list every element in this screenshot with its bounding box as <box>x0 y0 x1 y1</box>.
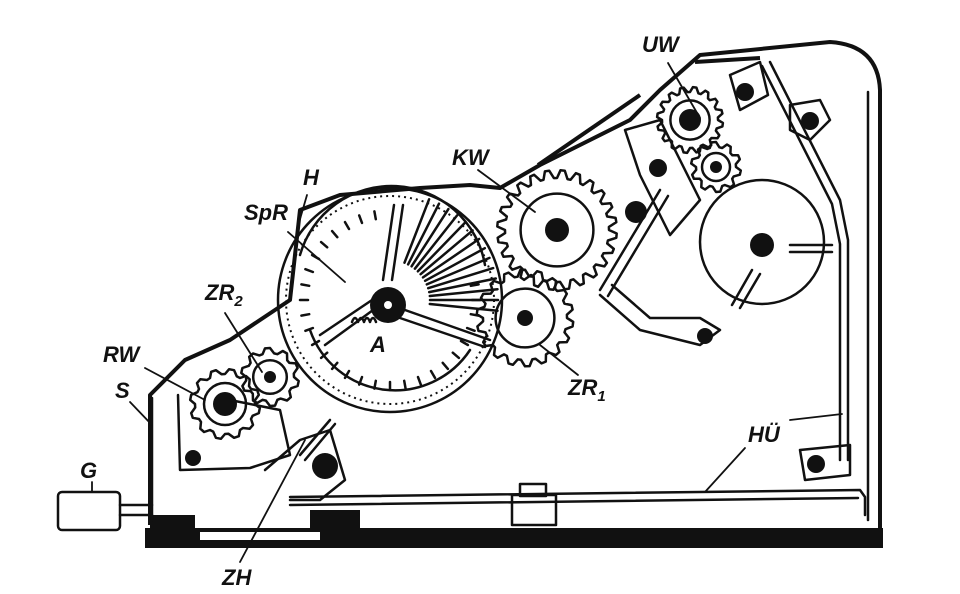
pivot-hole-2 <box>625 201 647 223</box>
gear-KW <box>496 169 618 291</box>
lug-bottom-right-hole <box>807 455 825 473</box>
frame-top-rail-2 <box>694 56 761 64</box>
slide-bar-HU <box>288 488 867 517</box>
gear-RW-hub <box>213 392 237 416</box>
gear-ZR2-hub <box>264 371 276 383</box>
knob-shaft <box>118 503 154 517</box>
base-block <box>150 515 195 533</box>
pivot-arm <box>623 118 702 237</box>
knob-G[interactable] <box>56 490 122 532</box>
spring-lever-lower <box>398 308 492 349</box>
left-bracket-hole <box>185 450 201 466</box>
leader-ZH <box>239 439 306 563</box>
leader-HU-2 <box>789 413 843 421</box>
cam-lever <box>598 283 722 347</box>
label-ZH: ZH <box>221 565 252 590</box>
label-ZR1-main: ZR <box>567 375 597 400</box>
label-KW: KW <box>452 145 491 170</box>
spring-coil <box>318 296 382 347</box>
right-drum-pin-2 <box>730 268 762 310</box>
lug-top <box>728 60 770 112</box>
label-ZR1: ZR1 <box>567 375 606 405</box>
frame-top-rail <box>536 93 642 167</box>
gears-group <box>188 85 743 441</box>
spring-lever-upper <box>381 203 405 282</box>
lug-top-hole <box>736 83 754 101</box>
leader-ZR1 <box>539 344 579 376</box>
spring-coil-wind <box>350 316 378 324</box>
right-drum <box>698 178 826 306</box>
label-ZR2: ZR2 <box>204 280 243 310</box>
link-bar <box>598 188 670 298</box>
leader-HU <box>704 447 746 493</box>
pivot-hole-1 <box>649 159 667 177</box>
gear-KW-ring <box>519 192 595 268</box>
label-ZR2-main: ZR <box>204 280 234 305</box>
lug-top-right <box>788 98 832 142</box>
leader-KW <box>477 169 536 213</box>
label-RW: RW <box>103 342 141 367</box>
label-ZR2-sub: 2 <box>233 293 243 310</box>
lever-ZH-arm <box>298 418 337 462</box>
gear-RW <box>188 367 262 441</box>
gear-ZR1 <box>475 268 575 368</box>
gear-UW <box>655 85 725 155</box>
label-SpR: SpR <box>244 200 288 225</box>
label-G: G <box>80 458 97 483</box>
label-ZR1-sub: 1 <box>597 388 605 405</box>
leader-UW <box>667 62 701 119</box>
vertical-rod <box>760 60 850 462</box>
label-H: H <box>303 165 320 190</box>
left-bracket <box>176 393 292 472</box>
label-UW: UW <box>642 32 681 57</box>
right-drum-hub <box>750 233 774 257</box>
gear-ZR2-ring <box>251 358 289 396</box>
lug-bottom-right <box>798 443 852 482</box>
right-drum-pin-1 <box>788 243 834 254</box>
gear-UW-hub <box>679 109 701 131</box>
leader-S <box>129 401 153 426</box>
leader-RW <box>144 367 206 401</box>
spring-hub-pin <box>384 301 392 309</box>
lever-ZH <box>263 428 347 502</box>
leader-ZR2 <box>224 312 263 373</box>
label-A: A <box>369 332 386 357</box>
gear-ZR1-hub <box>517 310 533 326</box>
leader-H <box>297 194 308 227</box>
slide-bar-clamp <box>510 493 558 527</box>
slide-bar-nut <box>518 482 548 498</box>
leader-SpR <box>287 231 346 283</box>
base-slot-left <box>200 532 320 540</box>
label-HU: HÜ <box>748 422 781 447</box>
lug-top-right-hole <box>801 112 819 130</box>
frame-plate <box>148 40 882 540</box>
gear-ZR1-ring <box>494 287 556 349</box>
leader-lines <box>91 62 843 563</box>
gear-UW-small-ring <box>700 151 732 183</box>
gear-UW-small <box>689 140 743 194</box>
base-block-2 <box>310 510 360 532</box>
base-bar <box>145 528 883 548</box>
lever-ZH-hub <box>312 453 338 479</box>
cam-lever-hole <box>697 328 713 344</box>
gear-KW-hub <box>545 218 569 242</box>
spring-comb <box>403 198 500 313</box>
gear-UW-small-hub <box>710 161 722 173</box>
label-S: S <box>115 378 130 403</box>
